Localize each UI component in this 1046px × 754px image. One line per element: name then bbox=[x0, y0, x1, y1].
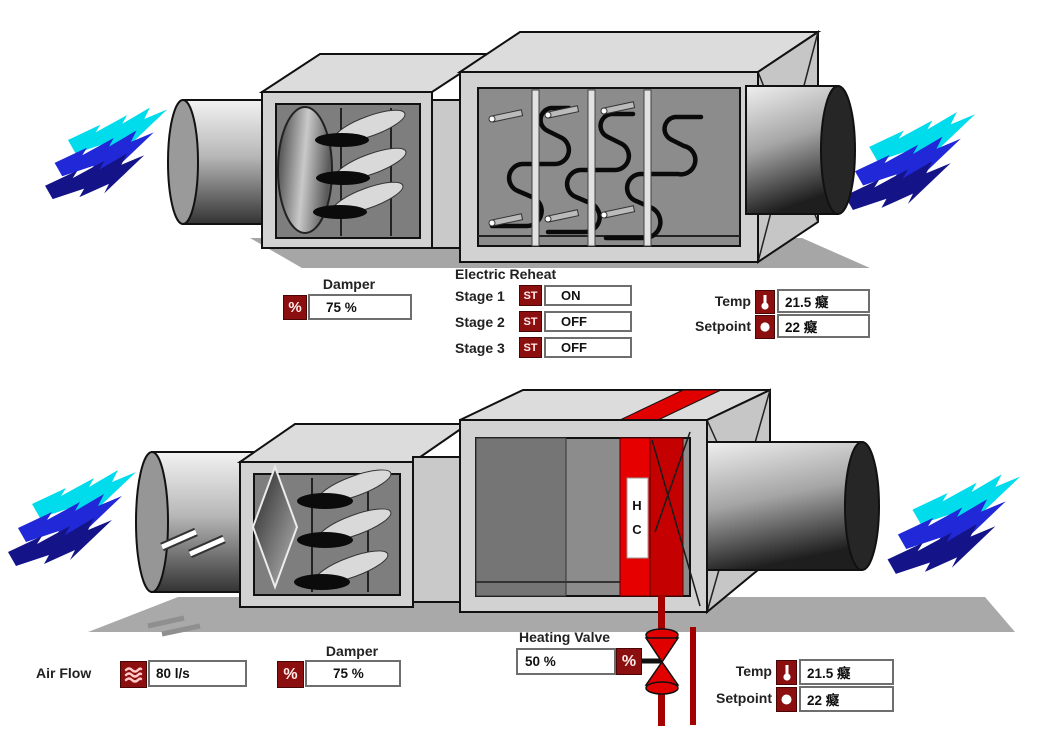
damper-blades bbox=[294, 469, 392, 590]
air-flow-arrows-in bbox=[45, 107, 168, 200]
status-icon: ST bbox=[519, 285, 542, 306]
flow-cross-sensor bbox=[251, 464, 299, 590]
heating-pipes bbox=[640, 596, 696, 726]
heating-elements bbox=[489, 105, 704, 241]
damper-box bbox=[258, 53, 494, 249]
bottom-temp-value[interactable]: 21.5 癡 bbox=[799, 659, 894, 685]
stage-3-label: Stage 3 bbox=[455, 339, 505, 356]
damper-blades bbox=[313, 109, 407, 219]
heating-valve-label: Heating Valve bbox=[519, 629, 611, 645]
status-icon: ST bbox=[519, 311, 542, 332]
top-temp-value[interactable]: 21.5 癡 bbox=[777, 289, 870, 313]
top-damper-value[interactable]: 75 % bbox=[308, 294, 412, 320]
stage-1-row: Stage 1 ST ON bbox=[455, 285, 632, 306]
damper-box bbox=[236, 423, 472, 608]
air-flow-arrows-out bbox=[844, 112, 976, 210]
outlet-duct bbox=[745, 85, 856, 215]
flow-sensor-marks bbox=[160, 527, 226, 559]
heating-coil-letter-h: H bbox=[632, 498, 641, 513]
air-flow-arrows-in bbox=[8, 470, 136, 566]
stage-2-value[interactable]: OFF bbox=[544, 311, 632, 332]
top-setpoint-label: Setpoint bbox=[695, 318, 751, 334]
stage-2-label: Stage 2 bbox=[455, 313, 505, 330]
percent-icon: % bbox=[277, 661, 304, 688]
stage-2-row: Stage 2 ST OFF bbox=[455, 311, 632, 332]
top-setpoint-value[interactable]: 22 癡 bbox=[777, 314, 870, 338]
element-terminals bbox=[488, 101, 636, 227]
setpoint-icon bbox=[755, 315, 775, 339]
outlet-duct bbox=[706, 441, 880, 571]
heating-coil-unit-graphic: H C bbox=[8, 388, 1021, 726]
bottom-damper-value[interactable]: 75 % bbox=[305, 660, 401, 687]
setpoint-icon bbox=[776, 687, 797, 712]
electric-reheat-title: Electric Reheat bbox=[455, 266, 557, 282]
heating-coil-letter-c: C bbox=[632, 522, 642, 537]
top-temp-label: Temp bbox=[714, 293, 751, 309]
bottom-temp-label: Temp bbox=[735, 663, 772, 679]
heating-valve-value[interactable]: 50 % bbox=[516, 648, 616, 675]
bottom-setpoint-value[interactable]: 22 癡 bbox=[799, 686, 894, 712]
air-flow-label: Air Flow bbox=[36, 665, 92, 681]
bottom-damper-label: Damper bbox=[325, 643, 379, 659]
thermometer-icon bbox=[776, 660, 797, 685]
stage-1-label: Stage 1 bbox=[455, 287, 505, 304]
electric-reheat-unit-graphic bbox=[45, 30, 976, 268]
air-flow-arrows-out bbox=[887, 474, 1021, 574]
status-icon: ST bbox=[519, 337, 542, 358]
stage-3-value[interactable]: OFF bbox=[544, 337, 632, 358]
air-flow-icon bbox=[120, 661, 147, 688]
percent-icon: % bbox=[283, 295, 307, 320]
air-flow-value[interactable]: 80 l/s bbox=[148, 660, 247, 687]
bottom-setpoint-label: Setpoint bbox=[716, 690, 772, 706]
top-damper-label: Damper bbox=[322, 276, 376, 292]
inlet-duct bbox=[167, 99, 276, 225]
stage-1-value[interactable]: ON bbox=[544, 285, 632, 306]
percent-icon: % bbox=[616, 648, 642, 675]
thermometer-icon bbox=[755, 290, 775, 314]
stage-3-row: Stage 3 ST OFF bbox=[455, 337, 632, 358]
valve-icon bbox=[644, 628, 680, 695]
